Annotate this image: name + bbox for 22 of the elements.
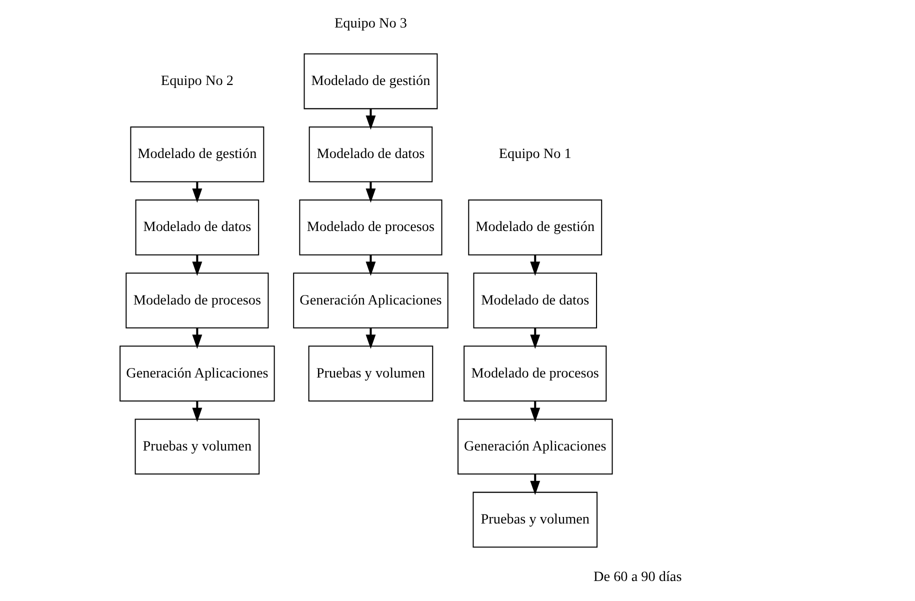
node-box: Modelado de gestión	[304, 53, 438, 110]
node-box: Generación Aplicaciones	[293, 272, 448, 328]
label: Equipo No 1	[498, 146, 572, 162]
node-box: Pruebas y volumen	[472, 492, 598, 548]
node-box: Modelado de datos	[473, 272, 598, 328]
label: Equipo No 2	[160, 73, 234, 90]
label: De 60 a 90 días	[594, 568, 682, 585]
node-box: Pruebas y volumen	[308, 346, 434, 402]
node-box: Modelado de procesos	[464, 346, 607, 402]
node-box: Generación Aplicaciones	[458, 418, 613, 475]
node-box: Generación Aplicaciones	[120, 346, 275, 402]
node-box: Modelado de procesos	[126, 272, 269, 328]
arrow	[530, 401, 540, 422]
node-box: Modelado de procesos	[299, 200, 442, 256]
node-box: Modelado de datos	[308, 126, 433, 182]
arrow	[530, 474, 540, 496]
label: Equipo No 3	[334, 16, 407, 32]
node-box: Pruebas y volumen	[134, 418, 260, 475]
arrow	[192, 401, 202, 422]
node-box: Modelado de gestión	[130, 126, 264, 182]
node-box: Modelado de gestión	[468, 200, 602, 256]
node-box: Modelado de datos	[135, 200, 260, 256]
